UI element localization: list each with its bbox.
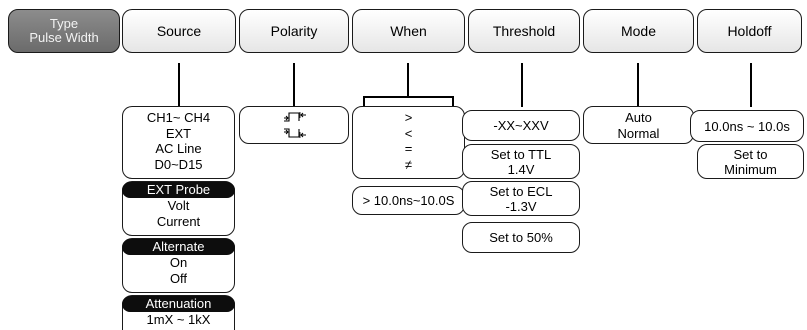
ext-probe-box: EXT Probe Volt Current — [122, 181, 235, 236]
polarity-connector — [293, 63, 295, 107]
threshold-fifty-button[interactable]: Set to 50% — [462, 222, 580, 253]
mode-connector — [637, 63, 639, 107]
holdoff-minimum-button[interactable]: Set to Minimum — [697, 144, 804, 179]
alternate-on[interactable]: On — [169, 255, 188, 270]
alternate-header: Alternate — [122, 239, 235, 255]
when-connector-right — [452, 96, 454, 107]
holdoff-range-label: 10.0ns ~ 10.0s — [704, 118, 790, 134]
source-option-ch[interactable]: CH1~ CH4 — [146, 110, 211, 125]
holdoff-softkey[interactable]: Holdoff — [697, 9, 802, 53]
positive-pulse-icon[interactable] — [282, 110, 308, 124]
when-option-not-equal[interactable]: ≠ — [404, 156, 413, 172]
threshold-ttl-button[interactable]: Set to TTL 1.4V — [462, 144, 580, 179]
when-range-button[interactable]: > 10.0ns~10.0S — [352, 186, 465, 215]
source-softkey[interactable]: Source — [122, 9, 236, 53]
when-connector-left — [363, 96, 365, 107]
type-softkey[interactable]: Type Pulse Width — [8, 9, 120, 53]
when-connector — [407, 63, 409, 97]
holdoff-connector — [750, 63, 752, 107]
attenuation-value[interactable]: 1mX ~ 1kX — [146, 312, 211, 327]
threshold-ecl-value: -1.3V — [505, 198, 537, 214]
polarity-softkey[interactable]: Polarity — [239, 9, 349, 53]
source-options-box: CH1~ CH4 EXT AC Line D0~D15 — [122, 106, 235, 179]
when-option-equal[interactable]: = — [404, 141, 413, 156]
holdoff-minimum-value: Minimum — [724, 161, 777, 177]
threshold-range-label: -XX~XXV — [493, 118, 549, 133]
mode-option-auto[interactable]: Auto — [625, 110, 652, 125]
attenuation-header: Attenuation — [122, 296, 235, 312]
ext-probe-volt[interactable]: Volt — [167, 198, 190, 213]
alternate-off[interactable]: Off — [169, 270, 188, 286]
when-softkey[interactable]: When — [352, 9, 465, 53]
threshold-fifty-label: Set to 50% — [489, 230, 553, 245]
negative-pulse-icon[interactable] — [282, 126, 308, 140]
mode-options-box: Auto Normal — [583, 106, 694, 144]
type-softkey-label: Type — [49, 16, 79, 31]
threshold-ttl-label: Set to TTL — [490, 146, 552, 162]
when-range-label: > 10.0ns~10.0S — [362, 193, 455, 208]
attenuation-box: Attenuation 1mX ~ 1kX — [122, 295, 235, 330]
mode-softkey[interactable]: Mode — [583, 9, 694, 53]
when-option-greater[interactable]: > — [404, 110, 413, 125]
ext-probe-current[interactable]: Current — [156, 213, 201, 229]
threshold-range-button[interactable]: -XX~XXV — [462, 110, 580, 141]
holdoff-range-button[interactable]: 10.0ns ~ 10.0s — [690, 110, 804, 142]
alternate-box: Alternate On Off — [122, 238, 235, 293]
when-option-less[interactable]: < — [404, 125, 413, 141]
threshold-connector — [521, 63, 523, 107]
threshold-ttl-value: 1.4V — [507, 161, 535, 177]
holdoff-minimum-label: Set to — [733, 146, 768, 162]
source-option-ext[interactable]: EXT — [165, 125, 192, 141]
source-option-ac-line[interactable]: AC Line — [155, 141, 202, 156]
threshold-ecl-button[interactable]: Set to ECL -1.3V — [462, 181, 580, 216]
type-softkey-value: Pulse Width — [29, 30, 99, 45]
ext-probe-header: EXT Probe — [122, 182, 235, 198]
threshold-ecl-label: Set to ECL — [489, 183, 553, 199]
when-connector-bar — [363, 96, 453, 98]
threshold-softkey[interactable]: Threshold — [468, 9, 580, 53]
polarity-options-box — [239, 106, 349, 144]
when-options-box: > < = ≠ — [352, 106, 465, 179]
source-option-digital[interactable]: D0~D15 — [154, 156, 203, 172]
source-connector — [178, 63, 180, 107]
mode-option-normal[interactable]: Normal — [617, 125, 660, 141]
